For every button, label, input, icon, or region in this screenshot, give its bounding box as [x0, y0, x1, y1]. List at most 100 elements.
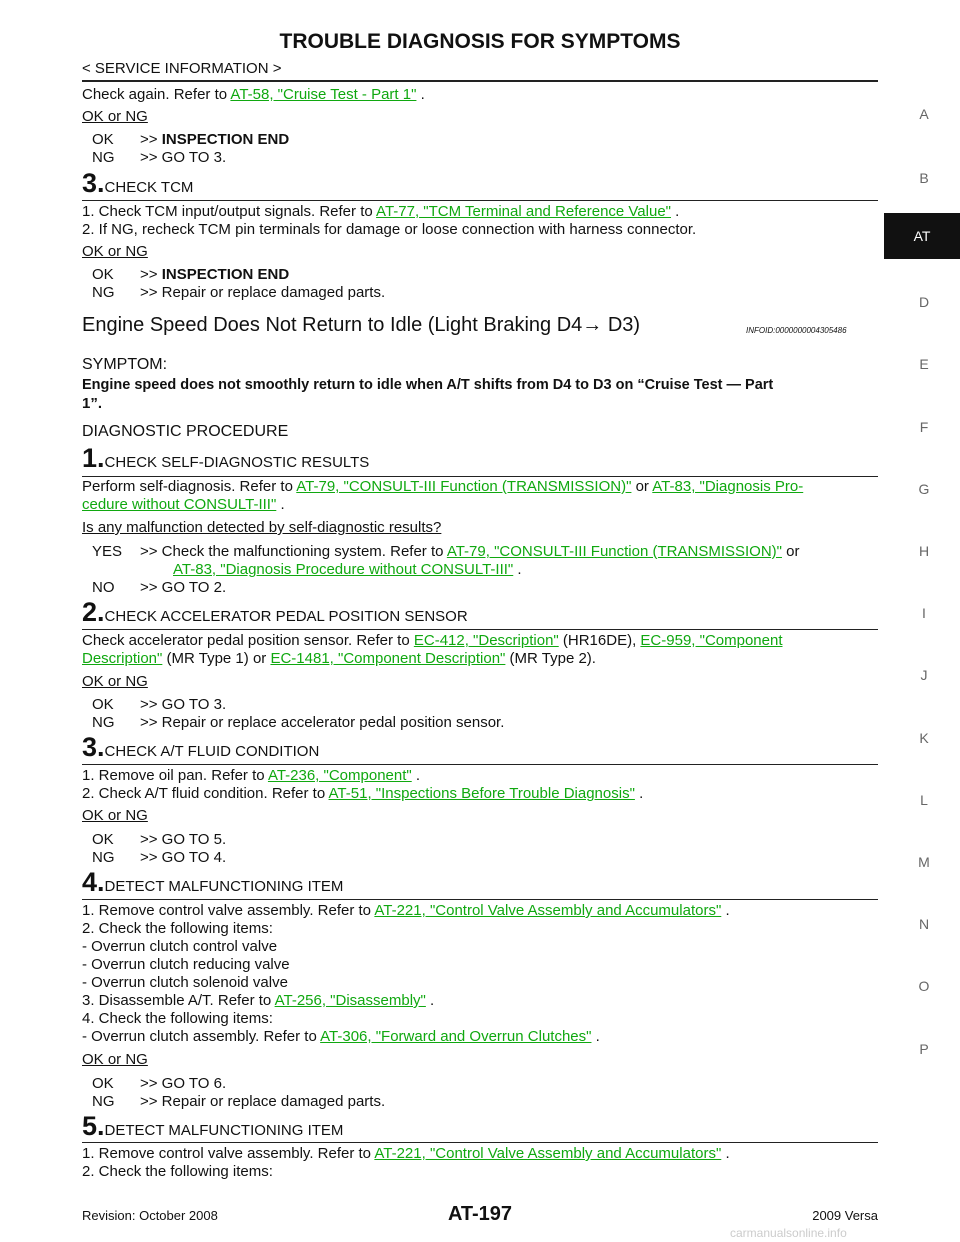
text-line: 2. If NG, recheck TCM pin terminals for … — [82, 221, 697, 238]
step-title: DETECT MALFUNCTIONING ITEM — [104, 878, 344, 895]
page-number: AT-197 — [447, 1203, 513, 1225]
ref-link[interactable]: AT-236, "Component" — [267, 767, 412, 784]
text-line: Check again. Refer to AT-58, "Cruise Tes… — [82, 86, 425, 103]
ref-link[interactable]: AT-83, "Diagnosis Procedure without CONS… — [173, 561, 514, 578]
text-line: 1. Remove oil pan. Refer to AT-236, "Com… — [82, 767, 420, 784]
text: . — [276, 496, 285, 513]
text-line: - Overrun clutch solenoid valve — [82, 974, 288, 991]
side-tab-f[interactable]: F — [919, 419, 929, 435]
step-rule — [82, 476, 878, 477]
step-rule — [82, 1142, 878, 1143]
text: . — [671, 203, 680, 220]
result-no-text: >> GO TO 2. — [140, 579, 227, 596]
result-ok-text: >> INSPECTION END — [140, 131, 289, 148]
result-ng-text: >> GO TO 3. — [140, 149, 227, 166]
result-ok-text: >> GO TO 5. — [140, 831, 227, 848]
text: 3. Disassemble A/T. Refer to — [82, 992, 275, 1009]
watermark: carmanualsonline.info — [730, 1226, 847, 1240]
side-tab-l[interactable]: L — [920, 792, 928, 808]
ref-link[interactable]: AT-79, "CONSULT-III Function (TRANSMISSI… — [296, 478, 632, 495]
ref-link[interactable]: EC-412, "Description" — [413, 632, 559, 649]
ref-link[interactable]: AT-58, "Cruise Test - Part 1" — [230, 86, 417, 103]
model-label: 2009 Versa — [812, 1208, 878, 1223]
step-number: 4. — [82, 867, 105, 897]
step-title: CHECK A/T FLUID CONDITION — [104, 743, 320, 760]
text-line: - Overrun clutch control valve — [82, 938, 278, 955]
question: Is any malfunction detected by self-diag… — [82, 519, 442, 536]
ref-link[interactable]: AT-256, "Disassembly" — [274, 992, 426, 1009]
side-tab-d[interactable]: D — [918, 294, 930, 310]
step-title: DETECT MALFUNCTIONING ITEM — [104, 1122, 344, 1139]
side-tab-g[interactable]: G — [918, 481, 930, 497]
text: . — [721, 1145, 730, 1162]
ref-link[interactable]: AT-77, "TCM Terminal and Reference Value… — [376, 203, 671, 220]
result-ok-text: >> INSPECTION END — [140, 266, 289, 283]
ref-link[interactable]: AT-51, "Inspections Before Trouble Diagn… — [328, 785, 635, 802]
section-heading: Engine Speed Does Not Return to Idle (Li… — [82, 314, 641, 336]
result-no-label: NO — [92, 579, 115, 596]
ref-link[interactable]: AT-221, "Control Valve Assembly and Accu… — [374, 902, 722, 919]
result-ok-label: OK — [92, 131, 114, 148]
step-rule — [82, 200, 878, 201]
result-yes-label: YES — [92, 543, 123, 560]
text: 1. Remove oil pan. Refer to — [82, 767, 268, 784]
ref-link[interactable]: EC-959, "Component — [640, 632, 783, 649]
step-title: CHECK ACCELERATOR PEDAL POSITION SENSOR — [104, 608, 468, 625]
ok-ng-heading: OK or NG — [82, 108, 148, 125]
text: . — [513, 561, 522, 578]
side-tab-at[interactable]: AT — [884, 213, 960, 259]
text: . — [416, 86, 425, 103]
step-number: 3. — [82, 732, 105, 762]
ref-link[interactable]: AT-83, "Diagnosis Pro- — [652, 478, 804, 495]
result-ok-label: OK — [92, 831, 114, 848]
text: Check again. Refer to — [82, 86, 231, 103]
text: 2. Check A/T fluid condition. Refer to — [82, 785, 329, 802]
result-ng-text: >> Repair or replace damaged parts. — [140, 284, 386, 301]
text-line: cedure without CONSULT-III" . — [82, 496, 285, 513]
side-tab-e[interactable]: E — [919, 356, 929, 372]
text-line: Description" (MR Type 1) or EC-1481, "Co… — [82, 650, 596, 667]
text-line: - Overrun clutch reducing valve — [82, 956, 290, 973]
text: or — [781, 543, 800, 560]
step-heading: 4.DETECT MALFUNCTIONING ITEM — [82, 867, 343, 898]
step-heading: 2.CHECK ACCELERATOR PEDAL POSITION SENSO… — [82, 597, 468, 628]
ok-ng-heading: OK or NG — [82, 673, 148, 690]
result-ng-text: >> GO TO 4. — [140, 849, 227, 866]
side-tab-m[interactable]: M — [918, 854, 930, 870]
side-tab-j[interactable]: J — [920, 667, 928, 683]
section-label: < SERVICE INFORMATION > — [82, 60, 282, 77]
text: . — [425, 992, 435, 1009]
ref-link[interactable]: AT-221, "Control Valve Assembly and Accu… — [374, 1145, 722, 1162]
text-line: 3. Disassemble A/T. Refer to AT-256, "Di… — [82, 992, 434, 1009]
side-tab-k[interactable]: K — [919, 730, 929, 746]
text-line: - Overrun clutch assembly. Refer to AT-3… — [82, 1028, 600, 1045]
text: INSPECTION END — [161, 266, 290, 283]
side-tab-h[interactable]: H — [918, 543, 930, 559]
result-ok-text: >> GO TO 6. — [140, 1075, 227, 1092]
text-line: 2. Check the following items: — [82, 1163, 273, 1180]
ref-link[interactable]: Description" — [82, 650, 163, 667]
step-heading: 3.CHECK TCM — [82, 168, 193, 199]
step-rule — [82, 764, 878, 765]
text: . — [411, 767, 421, 784]
step-rule — [82, 629, 878, 630]
text-line: 4. Check the following items: — [82, 1010, 273, 1027]
result-ng-label: NG — [92, 1093, 115, 1110]
header-rule — [82, 80, 878, 82]
side-tab-a[interactable]: A — [919, 106, 929, 122]
ref-link[interactable]: EC-1481, "Component Description" — [270, 650, 506, 667]
ref-link[interactable]: AT-79, "CONSULT-III Function (TRANSMISSI… — [446, 543, 782, 560]
text: or — [631, 478, 653, 495]
side-tab-p[interactable]: P — [919, 1041, 929, 1057]
text: Check accelerator pedal position sensor.… — [82, 632, 414, 649]
ref-link[interactable]: cedure without CONSULT-III" — [82, 496, 277, 513]
text: . — [721, 902, 730, 919]
side-tab-n[interactable]: N — [918, 916, 930, 932]
text: >> — [140, 131, 162, 148]
side-tab-o[interactable]: O — [918, 978, 930, 994]
result-ng-text: >> Repair or replace damaged parts. — [140, 1093, 386, 1110]
side-tab-i[interactable]: I — [922, 605, 926, 621]
text: (MR Type 2). — [505, 650, 596, 667]
ref-link[interactable]: AT-306, "Forward and Overrun Clutches" — [320, 1028, 592, 1045]
side-tab-b[interactable]: B — [919, 170, 929, 186]
